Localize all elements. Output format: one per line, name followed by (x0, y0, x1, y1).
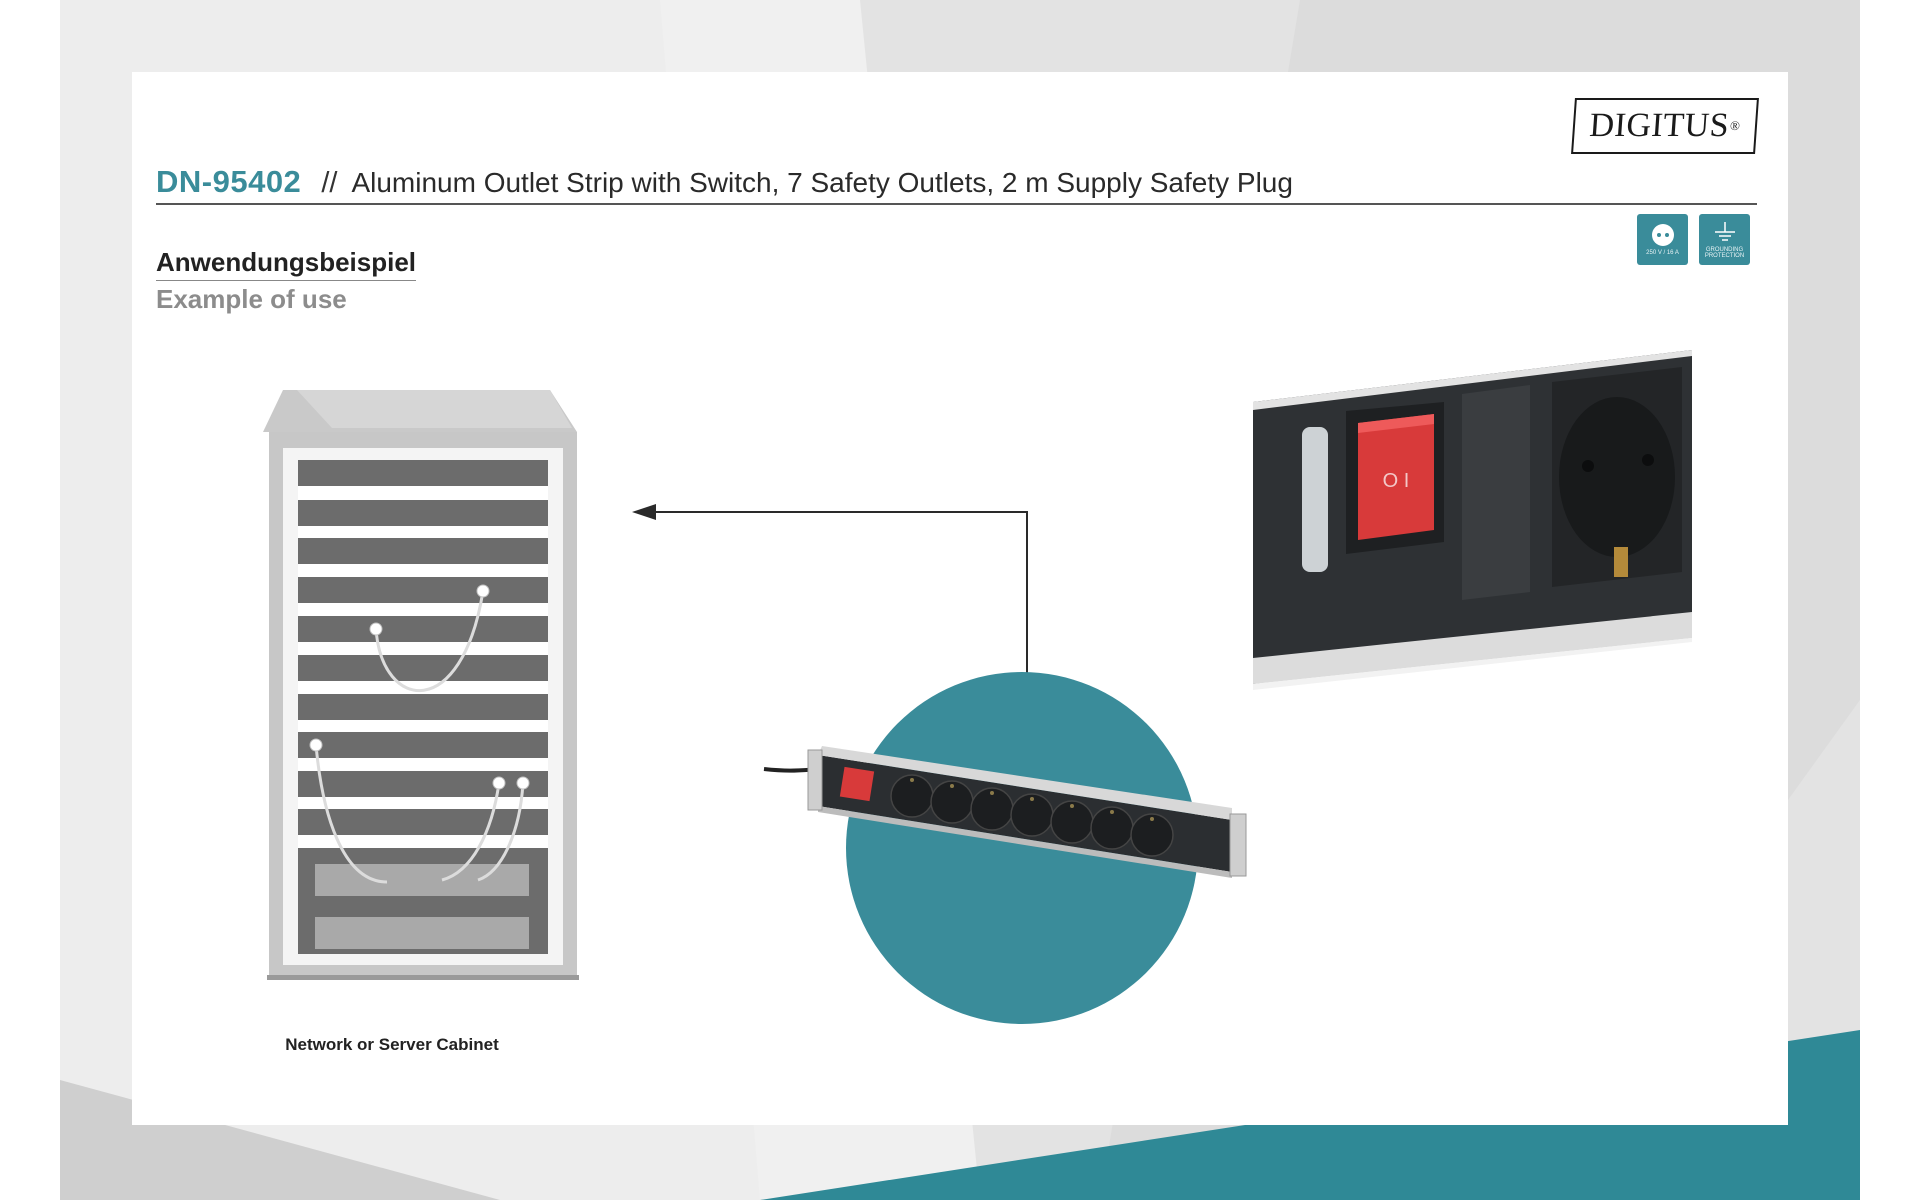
section-heading-de: Anwendungsbeispiel (156, 247, 417, 281)
header-title-row: DN-95402 // Aluminum Outlet Strip with S… (156, 164, 1756, 202)
switch-closeup-photo: O I (1253, 350, 1692, 690)
brand-reg-mark: ® (1729, 118, 1741, 133)
content-card: O I DIGITUS® DN-95402 // Aluminum Outlet… (132, 72, 1788, 1125)
usage-arrow (632, 504, 1028, 738)
header-divider (156, 203, 1757, 205)
illustration-scene: O I (263, 350, 1692, 1024)
spec-badge-grounding: GROUNDING PROTECTION (1699, 214, 1750, 265)
title-separator: // (321, 167, 338, 199)
outlet-strip-illustration (763, 746, 1247, 878)
brand-logo-text: DIGITUS (1588, 107, 1731, 144)
cabinet-caption: Network or Server Cabinet (285, 1035, 499, 1054)
brand-logo: DIGITUS® (1571, 98, 1759, 154)
product-code: DN-95402 (156, 164, 302, 199)
switch-label: O I (1383, 470, 1410, 492)
accent-circle (846, 672, 1198, 1024)
spec-badge-grounding-text: GROUNDING PROTECTION (1704, 247, 1745, 259)
section-heading-en: Example of use (156, 284, 347, 314)
grounding-icon (1714, 222, 1735, 241)
spec-badge-voltage: 250 V / 16 A (1637, 214, 1688, 265)
server-cabinet-illustration (263, 390, 579, 980)
product-title: Aluminum Outlet Strip with Switch, 7 Saf… (351, 167, 1293, 198)
spec-badge-voltage-text: 250 V / 16 A (1646, 250, 1679, 256)
outlet-icon (1651, 224, 1674, 246)
